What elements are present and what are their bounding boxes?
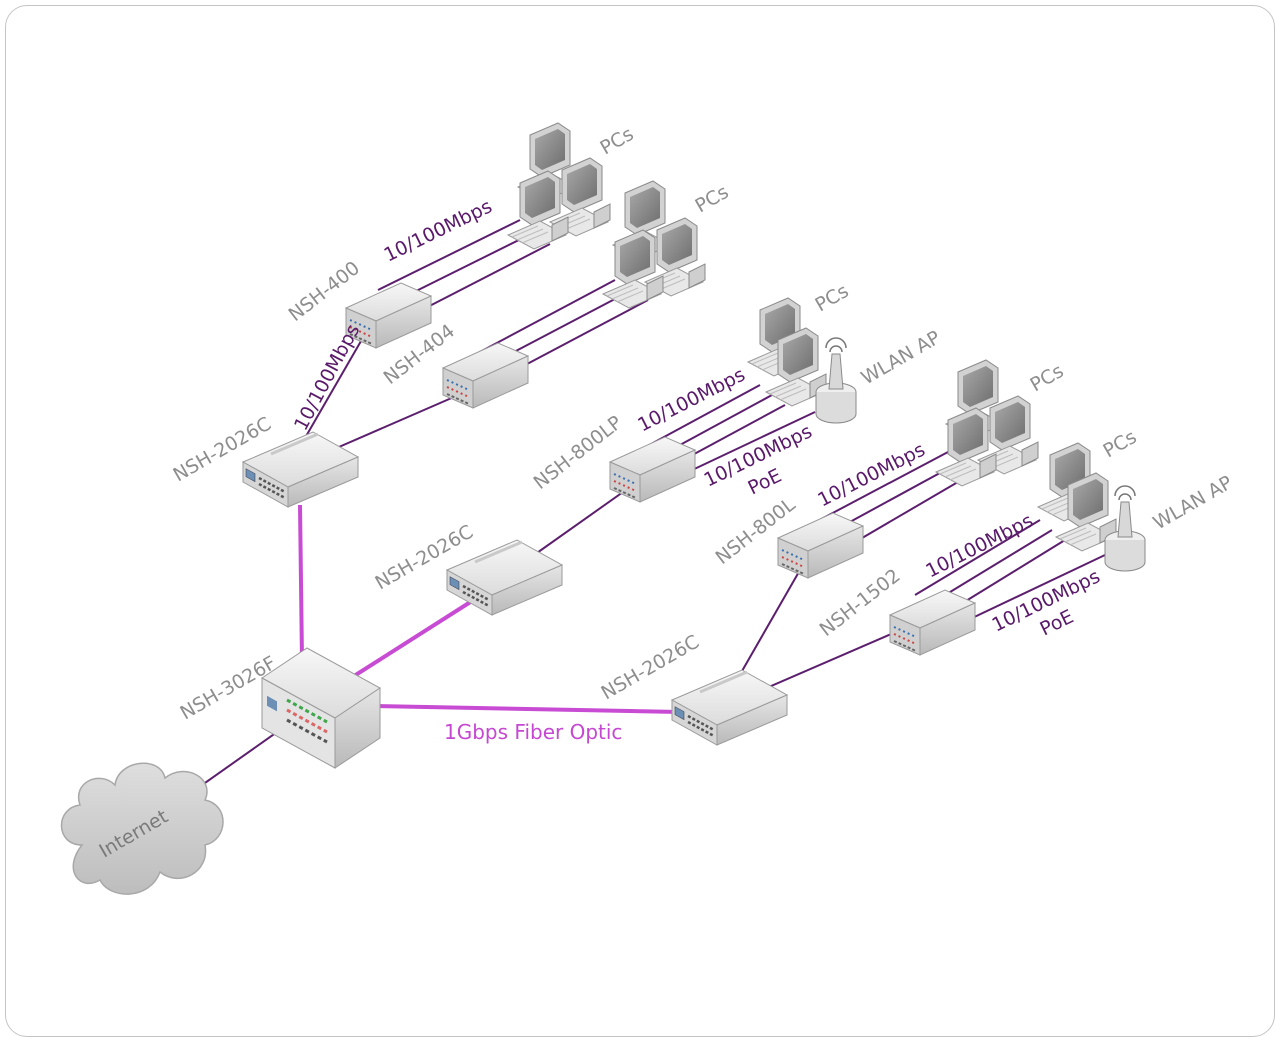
nsh-1502-icon [889, 589, 976, 656]
link-agg-right-800l [737, 569, 801, 679]
speed-800l-pcs-label: 10/100Mbps [814, 439, 928, 512]
nsh-404-icon [442, 342, 529, 409]
link-400-pc-c [411, 243, 551, 316]
link-404-pc-a [477, 279, 616, 354]
link-400-pc-a [377, 219, 521, 291]
agg-switch-right-icon [670, 668, 789, 747]
link-404-pc-b [494, 289, 633, 363]
link-1502-ap [967, 554, 1106, 621]
link-1502-pc-b [931, 529, 1053, 604]
link-agg-top-404 [331, 389, 471, 451]
pc-group-1-label: PCs [597, 123, 638, 159]
link-800lp-ap [687, 411, 816, 473]
fiber-link-core-agg-mid [341, 599, 474, 685]
pc-group-5-label: PCs [1100, 426, 1141, 462]
pc-group-4 [935, 359, 1039, 487]
core-switch-icon [260, 646, 382, 770]
pc-group-3 [747, 297, 827, 407]
wlan-ap-2-label: WLAN AP [1150, 472, 1237, 535]
fiber-link-core-agg-top [298, 504, 304, 661]
link-1502-pc-a [914, 519, 1041, 596]
speed-2026-400-label: 10/100Mbps [290, 320, 364, 434]
link-core-internet [194, 724, 288, 791]
pc-group-1 [507, 122, 611, 250]
nsh-800lp-icon [609, 436, 696, 503]
pc-group-5 [1037, 442, 1117, 552]
link-800l-pc-c [844, 471, 976, 549]
link-404-pc-c [511, 299, 649, 373]
pc-group-2-label: PCs [692, 181, 733, 217]
nsh-800l-icon [777, 512, 864, 579]
pc-group-2 [602, 180, 706, 309]
wlan-ap-1-label: WLAN AP [858, 327, 945, 390]
pc-group-3-label: PCs [812, 280, 853, 316]
fiber-link-label: 1Gbps Fiber Optic [444, 720, 622, 744]
link-400-pc-b [397, 231, 536, 301]
internet-cloud: Internet [60, 762, 224, 895]
agg-switch-top-icon [241, 430, 360, 509]
link-agg-right-1502 [761, 627, 906, 691]
fiber-link-core-agg-right [375, 704, 681, 714]
pc-group-4-label: PCs [1027, 360, 1068, 396]
speed-1502-pcs-label: 10/100Mbps [922, 510, 1036, 583]
speed-400-pcs-label: 10/100Mbps [381, 195, 496, 266]
